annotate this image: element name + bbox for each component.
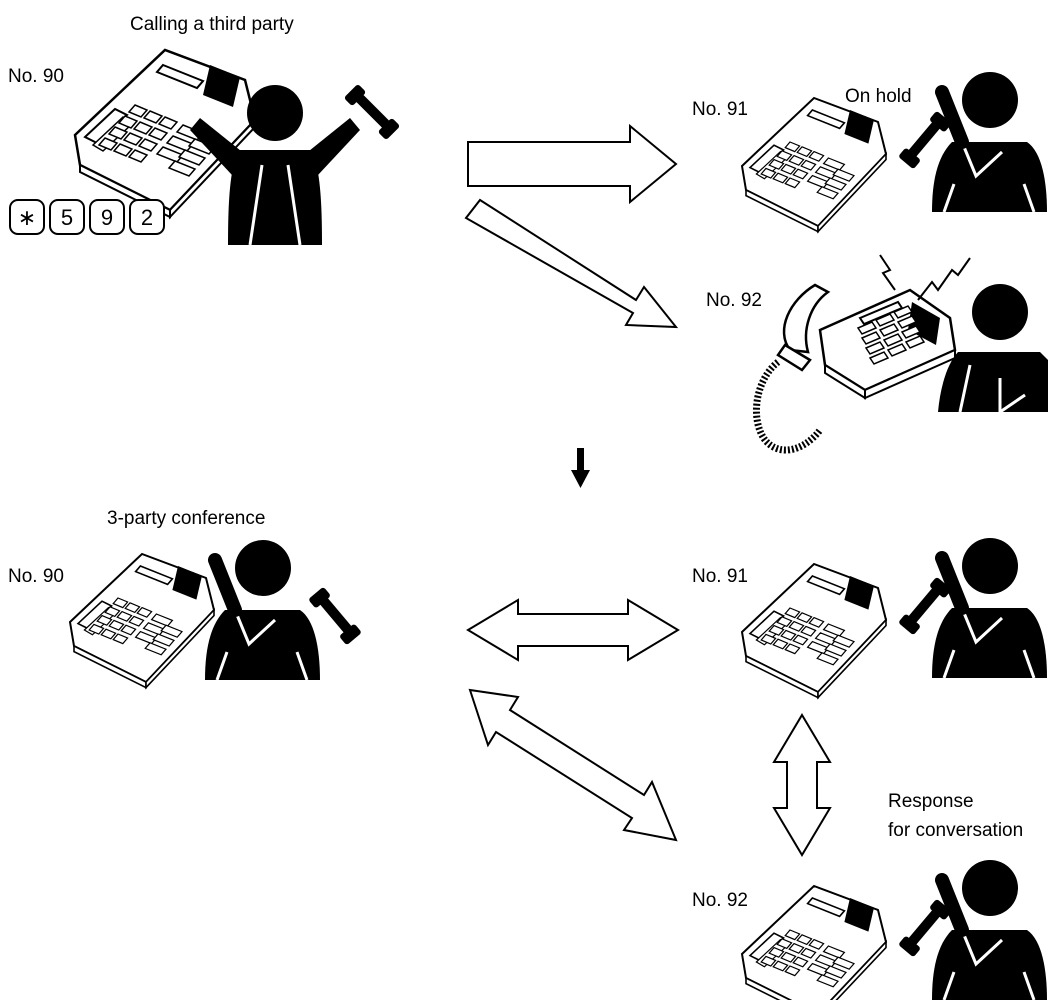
response-line-2: for conversation bbox=[888, 820, 1023, 841]
party-a-person-icon bbox=[205, 540, 320, 680]
caller-person-icon bbox=[190, 85, 360, 246]
svg-text:2: 2 bbox=[141, 205, 153, 230]
party-a-handset-icon bbox=[308, 586, 362, 646]
ring-icon bbox=[879, 254, 971, 301]
held-label: No. 91 bbox=[692, 99, 748, 120]
party-b-person-icon bbox=[932, 538, 1047, 678]
arrow-b-c-icon bbox=[772, 713, 832, 857]
party-a-phone-icon bbox=[68, 552, 216, 689]
arrow-to-held-icon bbox=[467, 123, 678, 205]
arrow-a-b-icon bbox=[466, 598, 680, 662]
key-9: 9 bbox=[89, 199, 125, 235]
bottom-caption: 3-party conference bbox=[107, 508, 265, 529]
key-star: ∗ bbox=[9, 199, 45, 235]
party-a-label: No. 90 bbox=[8, 566, 64, 587]
party-c-person-icon bbox=[932, 860, 1047, 1000]
key-5: 5 bbox=[49, 199, 85, 235]
response-line-1: Response bbox=[888, 791, 974, 812]
arrow-a-c-icon bbox=[468, 688, 678, 842]
svg-text:5: 5 bbox=[61, 205, 73, 230]
hold-caption: On hold bbox=[845, 86, 912, 107]
party-c-phone-icon bbox=[740, 884, 888, 1000]
held-person-icon bbox=[932, 72, 1047, 212]
svg-text:∗: ∗ bbox=[18, 205, 36, 230]
top-caption: Calling a third party bbox=[130, 14, 294, 35]
party-c-label: No. 92 bbox=[692, 890, 748, 911]
arrow-to-ringing-icon bbox=[464, 198, 679, 329]
dial-keys: ∗ 5 9 2 bbox=[9, 199, 165, 235]
caller-label: No. 90 bbox=[8, 66, 64, 87]
caller-phone-icon bbox=[73, 48, 257, 219]
held-phone-icon bbox=[740, 96, 888, 233]
party-b-label: No. 91 bbox=[692, 566, 748, 587]
ringing-label: No. 92 bbox=[706, 290, 762, 311]
ringing-person-icon bbox=[938, 284, 1048, 415]
key-2: 2 bbox=[129, 199, 165, 235]
party-b-phone-icon bbox=[740, 562, 888, 699]
svg-text:9: 9 bbox=[101, 205, 113, 230]
next-step-arrow-icon bbox=[571, 448, 590, 488]
ringing-phone-icon bbox=[756, 285, 955, 450]
